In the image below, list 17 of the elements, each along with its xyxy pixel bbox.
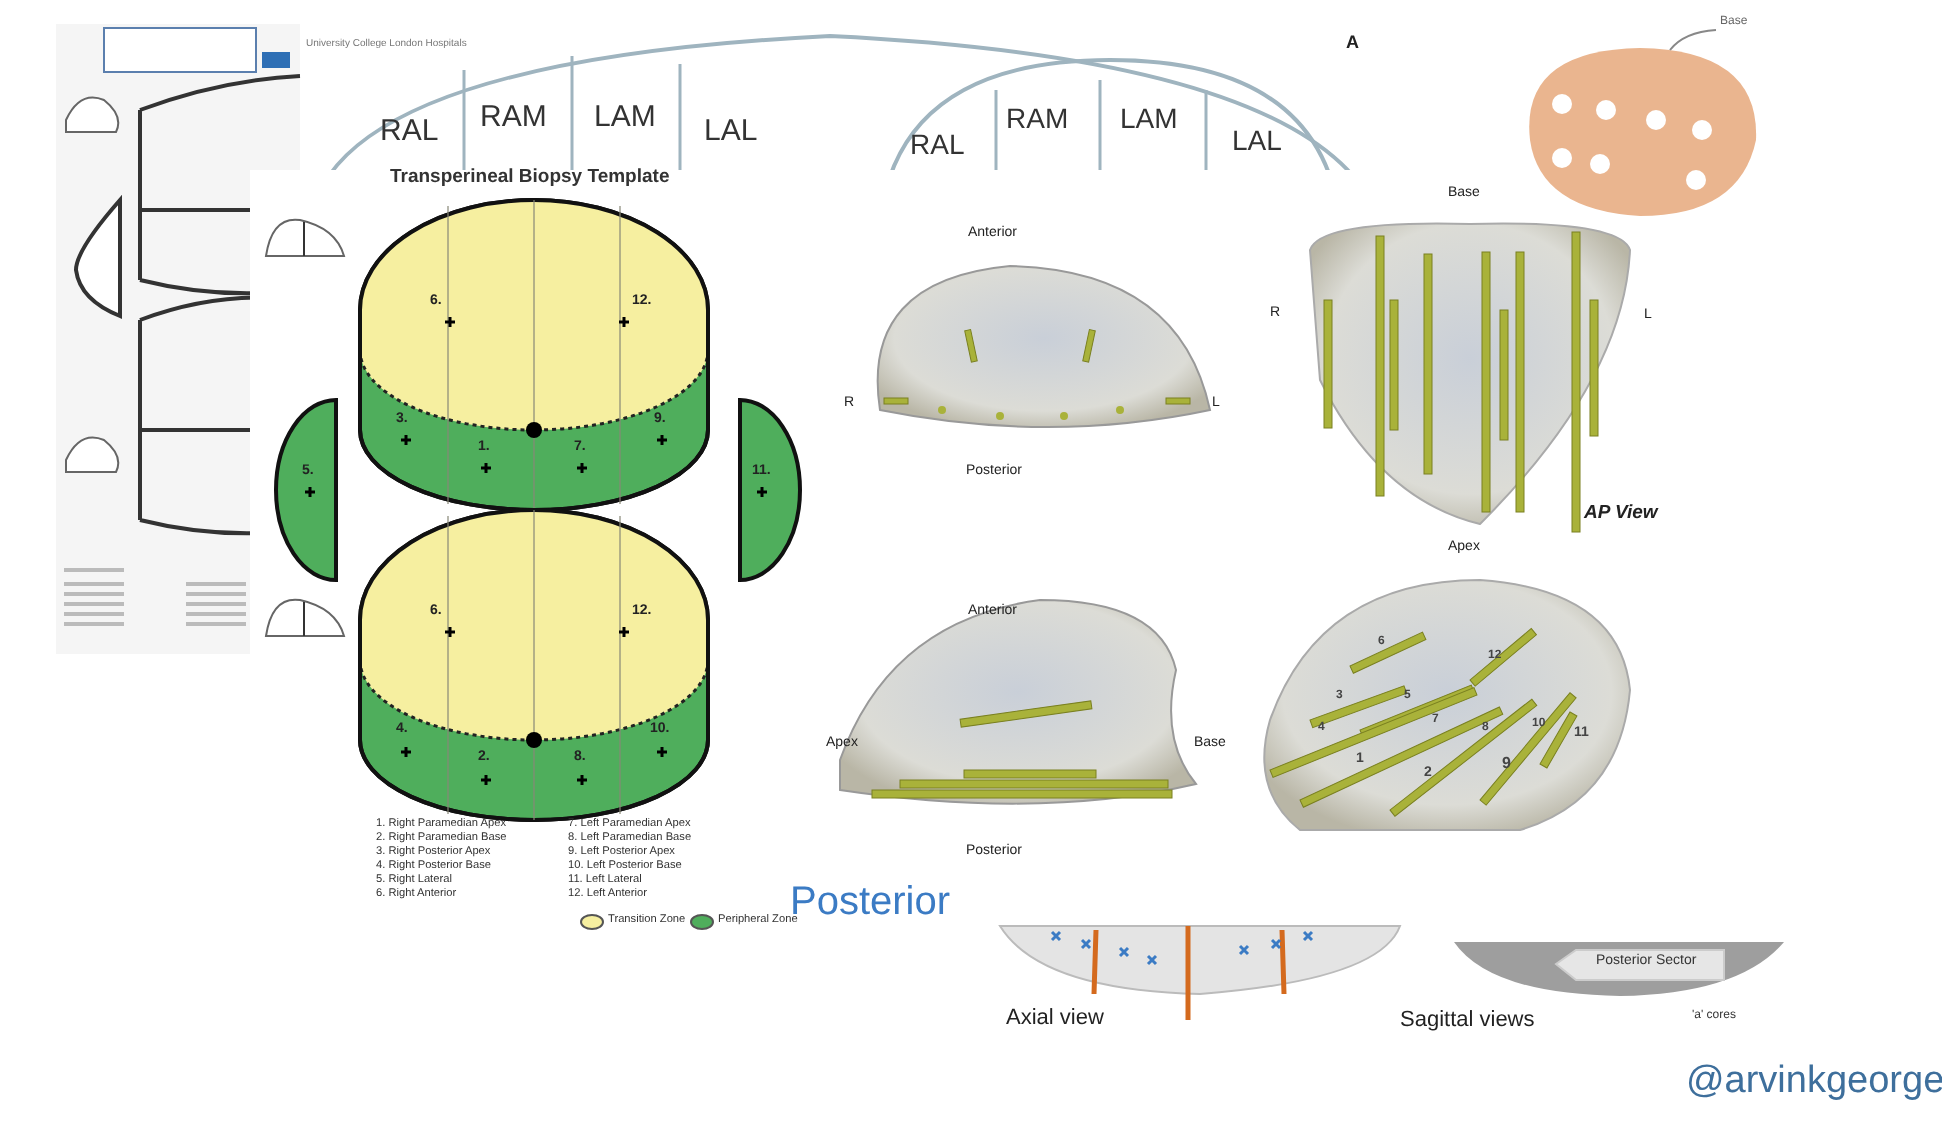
sector-label: LAM bbox=[594, 100, 656, 135]
leader-line bbox=[1669, 29, 1717, 51]
sector-label: LAM bbox=[1120, 102, 1178, 135]
view-caption: Axial view bbox=[1006, 1006, 1104, 1032]
sector-label: LAL bbox=[704, 114, 758, 149]
social-handle: @arvinkgeorge bbox=[1686, 1060, 1942, 1104]
core-number: 9 bbox=[1502, 754, 1511, 773]
sector-label: LAL bbox=[1232, 124, 1282, 157]
sector-label: RAM bbox=[1006, 102, 1069, 135]
template-title: Transperineal Biopsy Template bbox=[390, 168, 670, 190]
view-title: AP View bbox=[1584, 504, 1658, 526]
panel-letter: A bbox=[1346, 32, 1359, 53]
sector-label: RAL bbox=[910, 128, 965, 161]
sector-label: RAL bbox=[380, 114, 439, 149]
sector-label: RAM bbox=[480, 100, 547, 135]
prostate-drawing bbox=[1529, 48, 1756, 216]
view-caption: Sagittal views bbox=[1400, 1008, 1535, 1034]
